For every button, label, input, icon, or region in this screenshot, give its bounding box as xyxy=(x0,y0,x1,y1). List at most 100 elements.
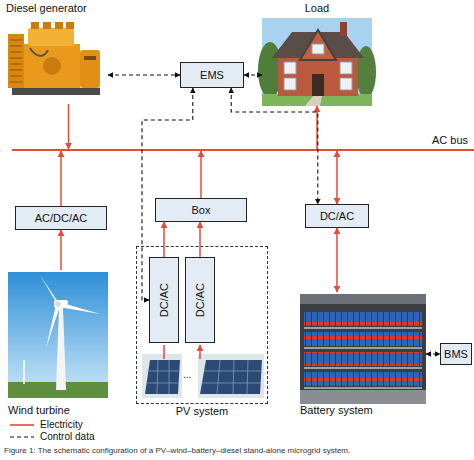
pv-panel-illustration xyxy=(142,345,264,398)
house-illustration xyxy=(312,44,324,54)
wind-turbine-illustration xyxy=(8,272,108,398)
house-illustration xyxy=(305,96,322,106)
diesel-generator-illustration xyxy=(84,56,96,60)
legend-text: Electricity xyxy=(40,419,83,431)
house-illustration xyxy=(258,18,376,106)
control-connector xyxy=(142,88,193,300)
legend-sample xyxy=(8,419,36,431)
wind-turbine-illustration xyxy=(56,308,66,390)
ac-bus: AC bus xyxy=(12,149,474,151)
legend-line xyxy=(10,424,34,426)
diesel-generator-illustration xyxy=(43,22,51,29)
power-connector xyxy=(60,151,62,206)
pv-panel-illustration xyxy=(198,354,264,398)
pv-panel-illustration xyxy=(200,360,262,394)
house-illustration xyxy=(340,62,352,74)
diesel-generator-illustration xyxy=(55,22,63,29)
battery-room-illustration xyxy=(300,294,426,404)
legend-sample xyxy=(8,431,36,443)
house-illustration xyxy=(284,62,296,74)
node-label: EMS xyxy=(200,69,224,81)
diesel-generator-illustration xyxy=(28,28,74,46)
diesel-generator-illustration xyxy=(12,88,100,95)
house-illustration xyxy=(262,18,372,106)
bms-box: BMS xyxy=(440,343,472,365)
wind-node: Wind turbine xyxy=(6,270,110,416)
house-illustration xyxy=(284,78,296,90)
node-label: Load xyxy=(242,2,392,15)
pv-inverter-box: DC/AC xyxy=(149,257,179,343)
diesel-generator-illustration xyxy=(10,40,22,82)
control-connector xyxy=(426,353,440,354)
pv-inverter-box: DC/AC xyxy=(185,257,215,343)
diesel-generator-illustration xyxy=(31,22,39,29)
node-label: AC bus xyxy=(432,134,468,146)
ems-box: EMS xyxy=(180,62,244,88)
legend-line xyxy=(10,436,34,437)
wind-turbine-illustration xyxy=(59,302,100,314)
battery-node: Battery system xyxy=(298,292,426,416)
combiner-box: Box xyxy=(155,198,247,222)
diesel-generator-illustration xyxy=(24,44,80,88)
inverter-box: DC/AC xyxy=(305,204,369,228)
legend-text: Control data xyxy=(40,431,94,443)
power-connector xyxy=(336,151,338,204)
pv-group: PV systemDC/ACDC/AC xyxy=(136,246,268,404)
house-illustration xyxy=(340,78,352,90)
control-connector xyxy=(244,74,262,75)
load-node: Load xyxy=(262,2,372,106)
wind-turbine-illustration xyxy=(23,360,25,384)
node-label: AC/DC/AC xyxy=(35,212,88,224)
diesel-generator-illustration xyxy=(8,34,24,88)
power-connector xyxy=(336,228,338,292)
control-connector xyxy=(108,74,180,75)
power-connector xyxy=(316,106,318,149)
diesel-generator-illustration xyxy=(66,22,74,29)
house-illustration xyxy=(340,22,347,36)
node-label: DC/AC xyxy=(158,283,170,317)
node-label: BMS xyxy=(444,348,468,360)
node-label: PV system xyxy=(117,405,287,418)
control-connector xyxy=(231,88,318,204)
wind-turbine-illustration xyxy=(55,301,61,307)
power-connector xyxy=(68,104,70,149)
pv-panel-illustration xyxy=(146,360,179,394)
pv-panel-illustration xyxy=(142,354,182,398)
node-label: Box xyxy=(192,204,211,216)
house-illustration xyxy=(278,56,358,96)
house-illustration xyxy=(312,74,324,96)
power-connector xyxy=(199,222,201,257)
node-label: Battery system xyxy=(300,404,373,417)
battery-room-illustration xyxy=(304,328,422,388)
diesel-generator-illustration xyxy=(30,48,48,56)
diesel-generator-illustration xyxy=(8,22,100,95)
pv-panel-illustration xyxy=(164,345,200,359)
power-connector xyxy=(200,151,202,198)
ellipsis-label: ... xyxy=(183,369,191,380)
pv-panel-illustration xyxy=(202,360,261,394)
battery-room-illustration xyxy=(304,312,422,326)
diesel-generator-illustration xyxy=(43,57,61,75)
wind-turbine-illustration xyxy=(8,272,108,398)
battery-room-illustration xyxy=(304,352,422,366)
pv-panel-illustration xyxy=(145,360,180,394)
power-connector xyxy=(163,222,165,257)
node-label: DC/AC xyxy=(194,283,206,317)
generator-node: Diesel generator xyxy=(4,2,108,104)
node-label: Wind turbine xyxy=(8,404,70,417)
figure-caption: Figure 1: The schematic configuration of… xyxy=(4,446,350,456)
wind-turbine-illustration xyxy=(40,275,60,305)
power-connector xyxy=(60,230,62,270)
battery-room-illustration xyxy=(300,390,426,404)
battery-room-illustration xyxy=(304,372,422,386)
node-label: DC/AC xyxy=(320,210,354,222)
battery-room-illustration xyxy=(304,332,422,346)
diesel-generator-illustration xyxy=(80,50,100,88)
node-label: Diesel generator xyxy=(6,2,87,15)
wind-turbine-illustration xyxy=(46,305,60,348)
battery-room-illustration xyxy=(300,294,426,404)
converter-box: AC/DC/AC xyxy=(15,206,107,230)
house-illustration xyxy=(300,30,336,60)
battery-room-illustration xyxy=(300,294,426,304)
